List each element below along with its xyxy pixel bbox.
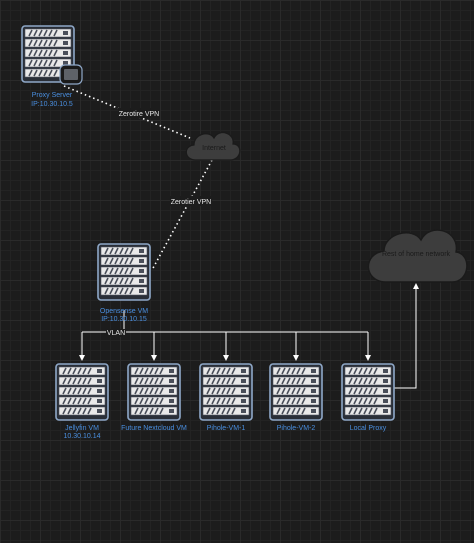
pihole-vm-1-name: Pihole-VM-1: [207, 425, 246, 432]
pihole-vm-2-node[interactable]: Pihole-VM-2: [269, 363, 323, 432]
jellyfin-vm-ip: 10.30.10.14: [64, 433, 101, 440]
local-proxy-name: Local Proxy: [350, 425, 387, 432]
zerotire-label-bg: [118, 108, 160, 118]
server-icon: [341, 363, 395, 421]
proxy-server-node[interactable]: Proxy Server IP:10.30.10.5: [21, 25, 83, 108]
zerotire-vpn-label: Zerotire VPN: [119, 111, 159, 118]
server-icon: [97, 243, 151, 301]
zerotier-vpn-link: [151, 159, 213, 271]
jellyfin-vm-node[interactable]: Jellyfin VM 10.30.10.14: [55, 363, 109, 440]
cloud-icon: [185, 132, 241, 161]
zerotier-label-bg: [170, 196, 212, 206]
local-proxy-node[interactable]: Local Proxy: [341, 363, 395, 432]
home-network-cloud[interactable]: Rest of home network: [367, 229, 468, 283]
internet-label: Internet: [202, 145, 226, 152]
monitor-icon: [59, 64, 83, 85]
pihole-vm-2-name: Pihole-VM-2: [277, 425, 316, 432]
vlan-label-bg: [106, 329, 126, 337]
proxy-server-ip: IP:10.30.10.5: [31, 101, 73, 108]
cloud-icon: [367, 229, 468, 283]
nextcloud-vm-name: Future Nextcloud VM: [121, 425, 187, 432]
server-icon: [269, 363, 323, 421]
proxy-server-name: Proxy Server: [32, 92, 73, 99]
vlan-label: VLAN: [107, 330, 125, 337]
server-icon: [127, 363, 181, 421]
nextcloud-vm-node[interactable]: Future Nextcloud VM: [121, 363, 187, 432]
jellyfin-vm-name: Jellyfin VM: [65, 425, 99, 432]
zerotier-vpn-label: Zerotier VPN: [171, 199, 211, 206]
local-proxy-to-home-link: [394, 283, 419, 389]
vlan-bus: [79, 310, 371, 361]
server-icon: [199, 363, 253, 421]
server-icon: [55, 363, 109, 421]
opnsense-vm-node[interactable]: Opensense VM IP:10.30.10.15: [97, 243, 151, 323]
opnsense-vm-name: Opensense VM: [100, 308, 148, 315]
internet-cloud[interactable]: Internet: [185, 132, 241, 161]
home-network-label: Rest of home network: [382, 251, 451, 258]
opnsense-vm-ip: IP:10.30.10.15: [101, 316, 147, 323]
pihole-vm-1-node[interactable]: Pihole-VM-1: [199, 363, 253, 432]
